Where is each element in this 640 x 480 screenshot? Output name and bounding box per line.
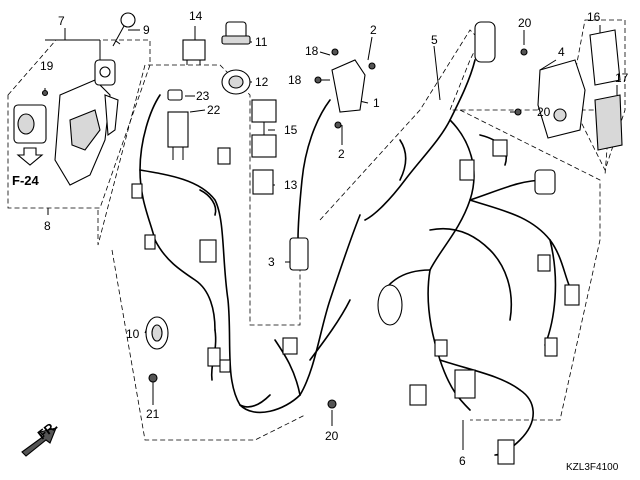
regulator-4 xyxy=(514,48,586,139)
bolt-20 xyxy=(327,399,337,409)
ignition-switch xyxy=(54,59,119,186)
callout-18-mid: 18 xyxy=(288,73,302,87)
leader-lines xyxy=(45,25,618,450)
cable-3 xyxy=(289,99,331,271)
callout-11: 11 xyxy=(255,35,268,49)
fuse-box-16 xyxy=(589,29,621,86)
callout-20-bottom: 20 xyxy=(325,429,339,443)
callout-2-mid: 2 xyxy=(338,147,345,161)
callout-13: 13 xyxy=(284,178,298,192)
direction-label: FR. xyxy=(35,418,61,443)
bolt-21 xyxy=(148,373,158,392)
callout-9: 9 xyxy=(143,23,150,37)
callout-4: 4 xyxy=(558,45,565,59)
callout-19: 19 xyxy=(40,59,54,73)
callout-21: 21 xyxy=(146,407,160,421)
main-harness-right xyxy=(364,21,580,465)
relay-14 xyxy=(182,39,206,65)
relay-13 xyxy=(252,169,274,195)
callout-8: 8 xyxy=(44,219,51,233)
sensor-1 xyxy=(314,48,376,129)
key-icon xyxy=(112,12,136,47)
callout-23: 23 xyxy=(196,89,210,103)
grommet-12 xyxy=(221,69,251,95)
lock-cylinder xyxy=(13,104,47,144)
main-harness-left xyxy=(131,94,361,414)
callout-17: 17 xyxy=(615,71,629,85)
front-direction-arrow-icon xyxy=(21,427,57,457)
clip-23 xyxy=(167,89,183,101)
callout-20-top: 20 xyxy=(518,16,532,30)
reference-label: F-24 xyxy=(12,173,40,188)
callout-18-top: 18 xyxy=(305,44,319,58)
callout-10: 10 xyxy=(126,327,140,341)
callout-14: 14 xyxy=(189,9,203,23)
callout-22: 22 xyxy=(207,103,221,117)
callout-12: 12 xyxy=(255,75,269,89)
callout-7: 7 xyxy=(58,14,65,28)
relay-15 xyxy=(251,99,277,158)
horn-10 xyxy=(145,316,169,350)
callout-2-top: 2 xyxy=(370,23,377,37)
callout-16: 16 xyxy=(587,10,601,24)
callout-1: 1 xyxy=(373,96,380,110)
callout-5: 5 xyxy=(431,33,438,47)
fuse-holder-22 xyxy=(167,111,189,160)
fuse-box-17 xyxy=(594,94,623,151)
callout-6: 6 xyxy=(459,454,466,468)
callout-3: 3 xyxy=(268,255,275,269)
callout-20-right: 20 xyxy=(537,105,551,119)
diagram-code: KZL3F4100 xyxy=(566,462,619,473)
callout-15: 15 xyxy=(284,123,298,137)
arrow-down-icon xyxy=(16,147,44,166)
screw-icon xyxy=(41,88,49,97)
buzzer-11 xyxy=(221,21,251,45)
